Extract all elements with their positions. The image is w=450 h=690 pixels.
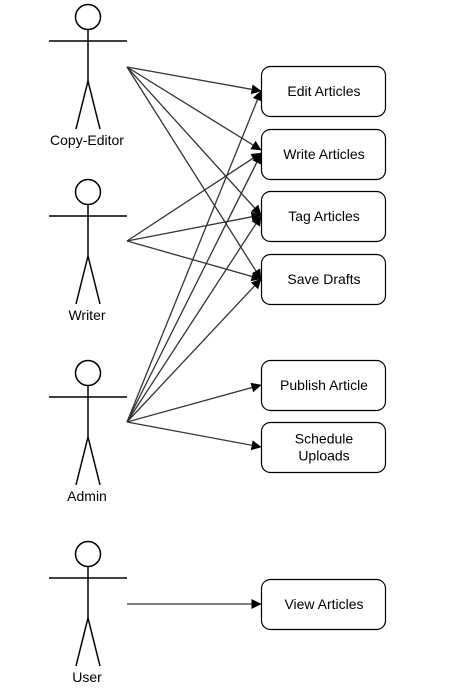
use-case-label: Uploads bbox=[298, 448, 349, 464]
actor-right-leg bbox=[87, 80, 101, 130]
use-case-box bbox=[260, 128, 387, 181]
association-admin-to-schedule bbox=[126, 421, 262, 451]
use-case-label: Edit Articles bbox=[287, 83, 360, 99]
actor-label: User bbox=[72, 669, 102, 685]
use-case-view[interactable]: View Articles bbox=[260, 578, 387, 631]
actor-writer[interactable]: Writer bbox=[49, 178, 127, 324]
actor-left-leg bbox=[75, 255, 89, 305]
use-case-label: Write Articles bbox=[283, 146, 364, 162]
use-case-label: View Articles bbox=[284, 596, 363, 612]
association-copy_editor-to-save bbox=[126, 66, 262, 280]
actor-right-leg bbox=[87, 617, 101, 667]
association-copy_editor-to-tag bbox=[126, 66, 262, 216]
actor-head bbox=[74, 359, 102, 387]
actor-label: Copy-Editor bbox=[50, 132, 124, 148]
use-case-box bbox=[260, 359, 387, 412]
use-case-box bbox=[260, 253, 387, 306]
association-writer-to-save bbox=[126, 240, 262, 282]
actor-user[interactable]: User bbox=[49, 540, 127, 686]
use-case-tag[interactable]: Tag Articles bbox=[260, 190, 387, 243]
use-case-save[interactable]: Save Drafts bbox=[260, 253, 387, 306]
association-admin-to-edit bbox=[126, 90, 263, 423]
use-case-write[interactable]: Write Articles bbox=[260, 128, 387, 181]
association-admin-to-write bbox=[126, 153, 262, 423]
use-case-label: Schedule bbox=[295, 431, 354, 447]
actor-left-leg bbox=[75, 80, 89, 130]
actor-admin[interactable]: Admin bbox=[49, 359, 127, 505]
use-case-box bbox=[260, 421, 387, 474]
association-writer-to-write bbox=[126, 152, 262, 242]
associations bbox=[126, 66, 263, 609]
use-case-box bbox=[260, 65, 387, 118]
use-case-label: Publish Article bbox=[280, 377, 368, 393]
association-admin-to-tag bbox=[126, 215, 262, 423]
actor-left-leg bbox=[75, 617, 89, 667]
use-case-publish[interactable]: Publish Article bbox=[260, 359, 387, 412]
use-case-label: Tag Articles bbox=[288, 208, 360, 224]
actor-left-leg bbox=[75, 436, 89, 486]
actor-head bbox=[74, 540, 102, 568]
actor-label: Writer bbox=[68, 307, 105, 323]
association-admin-to-save bbox=[126, 278, 262, 423]
actor-head bbox=[74, 3, 102, 31]
use-case-edit[interactable]: Edit Articles bbox=[260, 65, 387, 118]
use-case-label: Save Drafts bbox=[287, 271, 360, 287]
association-copy_editor-to-edit bbox=[126, 66, 262, 95]
actor-head bbox=[74, 178, 102, 206]
association-writer-to-tag bbox=[126, 211, 262, 242]
actor-right-leg bbox=[87, 436, 101, 486]
actor-right-leg bbox=[87, 255, 101, 305]
actor-copy-editor[interactable]: Copy-Editor bbox=[49, 3, 127, 149]
association-copy_editor-to-write bbox=[126, 66, 262, 151]
actor-label: Admin bbox=[67, 488, 107, 504]
use-case-box bbox=[260, 190, 387, 243]
use-case-box bbox=[260, 578, 387, 631]
association-admin-to-publish bbox=[126, 382, 262, 423]
